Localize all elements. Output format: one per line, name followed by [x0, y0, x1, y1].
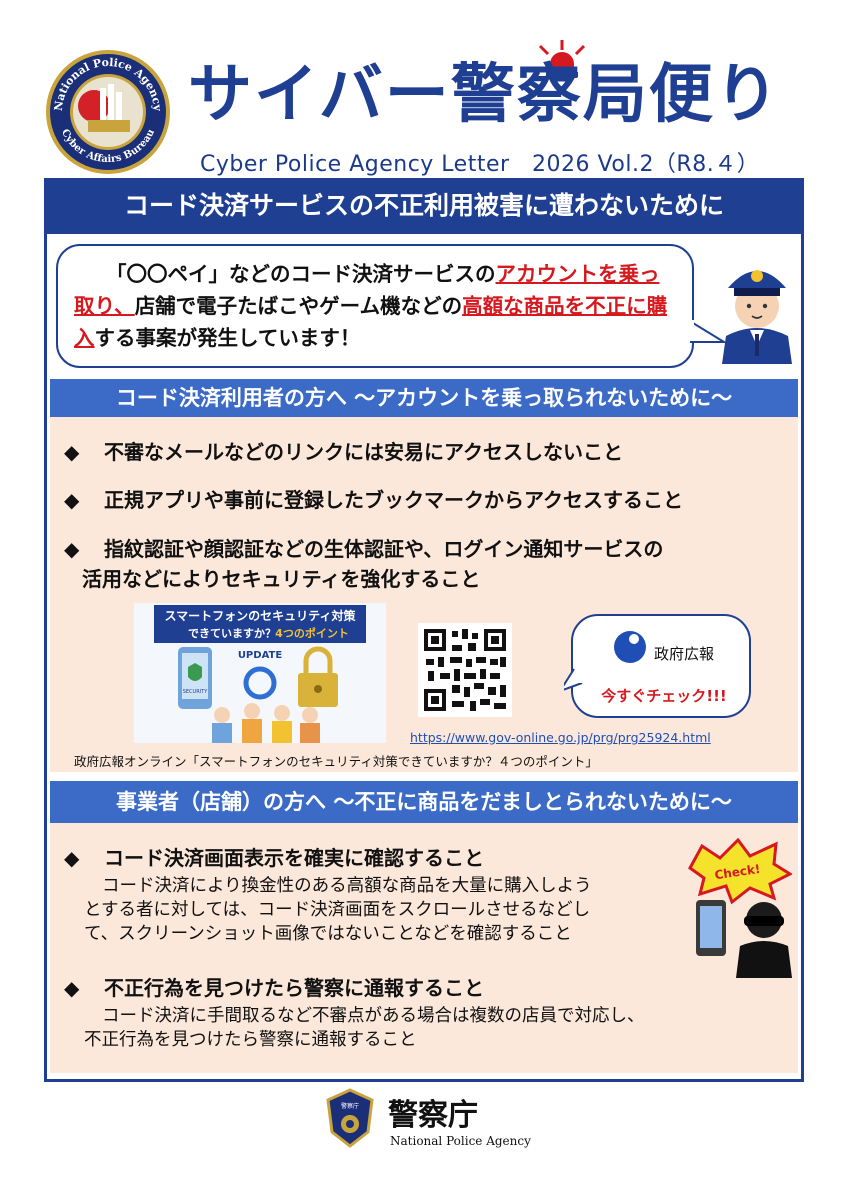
footer-agency-name: 警察庁	[388, 1098, 478, 1133]
cyber-bureau-emblem: National Police Agency Cyber Affairs Bur…	[46, 50, 170, 174]
gov-pr-logo-icon	[614, 631, 646, 663]
alert-message: 「〇〇ペイ」などのコード決済サービスのアカウントを乗っ取り、店舗で電子たばこやゲ…	[74, 258, 678, 354]
user-tip-1: ◆不審なメールなどのリンクには安易にアクセスしないこと	[64, 436, 623, 468]
alert-highlight-1: アカウントを乗っ取り、	[74, 262, 660, 318]
user-tip-2: ◆正規アプリや事前に登録したブックマークからアクセスすること	[64, 484, 683, 516]
alert-text-3: する事案が発生しています！	[94, 326, 361, 350]
page-title: サイバー警察局便り	[188, 58, 781, 132]
siren-icon	[538, 40, 586, 77]
promo-line2a: できていますか？	[188, 627, 276, 640]
promo-security-label: SECURITY	[183, 689, 208, 695]
promo-caption: 政府広報オンライン「スマートフォンのセキュリティ対策できていますか？４つのポイン…	[74, 754, 598, 769]
user-tip-3: ◆指紋認証や顔認証などの生体認証や、ログイン通知サービスの	[64, 533, 663, 565]
business-tip-2-line2: 不正行為を見つけたら警察に通報すること	[84, 1030, 417, 1050]
alert-text-1: 「〇〇ペイ」などのコード決済サービスの	[106, 262, 496, 286]
check-now-text: 今すぐチェック!!!	[600, 687, 727, 705]
main-banner: コード決済サービスの不正利用被害に遭わないために	[44, 178, 804, 234]
diamond-bullet-icon: ◆	[64, 488, 80, 512]
user-tip-3-continued: 活用などによりセキュリティを強化すること	[82, 567, 481, 591]
section-heading-users: コード決済利用者の方へ ～アカウントを乗っ取られないために～	[50, 379, 798, 417]
smartphone-security-promo-image[interactable]: スマートフォンのセキュリティ対策 できていますか？ 4つのポイント SECURI…	[134, 603, 386, 743]
diamond-bullet-icon: ◆	[64, 440, 80, 464]
business-tip-2-line1: コード決済に手間取るなど不審点がある場合は複数の店員で対応し、	[102, 1006, 645, 1026]
diamond-bullet-icon: ◆	[64, 846, 80, 870]
footer-agency-english: National Police Agency	[390, 1134, 531, 1148]
alert-highlight-2: 高額な商品を不正に購入	[74, 294, 668, 350]
promo-line1: スマートフォンのセキュリティ対策	[165, 608, 357, 623]
check-suspect-illustration: Check!	[688, 838, 792, 978]
speech-bubble-tail	[688, 320, 728, 343]
section-heading-businesses: 事業者（店舗）の方へ ～不正に商品をだましとられないために～	[50, 781, 798, 823]
police-officer-icon	[722, 270, 792, 364]
business-tip-1-line1: コード決済により換金性のある高額な商品を大量に購入しよう	[102, 876, 592, 896]
diamond-bullet-icon: ◆	[64, 537, 80, 561]
business-tip-1-line2: とする者に対しては、コード決済画面をスクロールさせるなどし	[84, 900, 591, 920]
business-tip-2-title: ◆不正行為を見つけたら警察に通報すること	[64, 972, 484, 1004]
speech-bubble	[56, 244, 694, 368]
qr-code[interactable]	[418, 623, 512, 717]
npa-badge-icon: 警察庁	[326, 1088, 374, 1148]
gov-pr-brand: 政府広報	[654, 645, 714, 663]
gov-pr-link[interactable]: https://www.gov-online.go.jp/prg/prg2592…	[410, 730, 711, 745]
promo-line2b: 4つのポイント	[275, 626, 349, 640]
footer-emblem-text: 警察庁	[341, 1102, 359, 1110]
business-tip-1-line3: て、スクリーンショット画像ではないことなどを確認すること	[84, 924, 572, 944]
business-tip-1-title: ◆コード決済画面表示を確実に確認すること	[64, 842, 484, 874]
gov-pr-callout[interactable]: 政府広報 今すぐチェック!!!	[564, 613, 754, 721]
alert-text-2: 店舗で電子たばこやゲーム機などの	[134, 294, 463, 318]
diamond-bullet-icon: ◆	[64, 976, 80, 1000]
page-subtitle: Cyber Police Agency Letter 2026 Vol.2（R8…	[200, 152, 760, 177]
check-badge-text: Check!	[714, 862, 762, 882]
section-body-businesses	[50, 823, 798, 1073]
promo-update-label: UPDATE	[238, 650, 283, 661]
